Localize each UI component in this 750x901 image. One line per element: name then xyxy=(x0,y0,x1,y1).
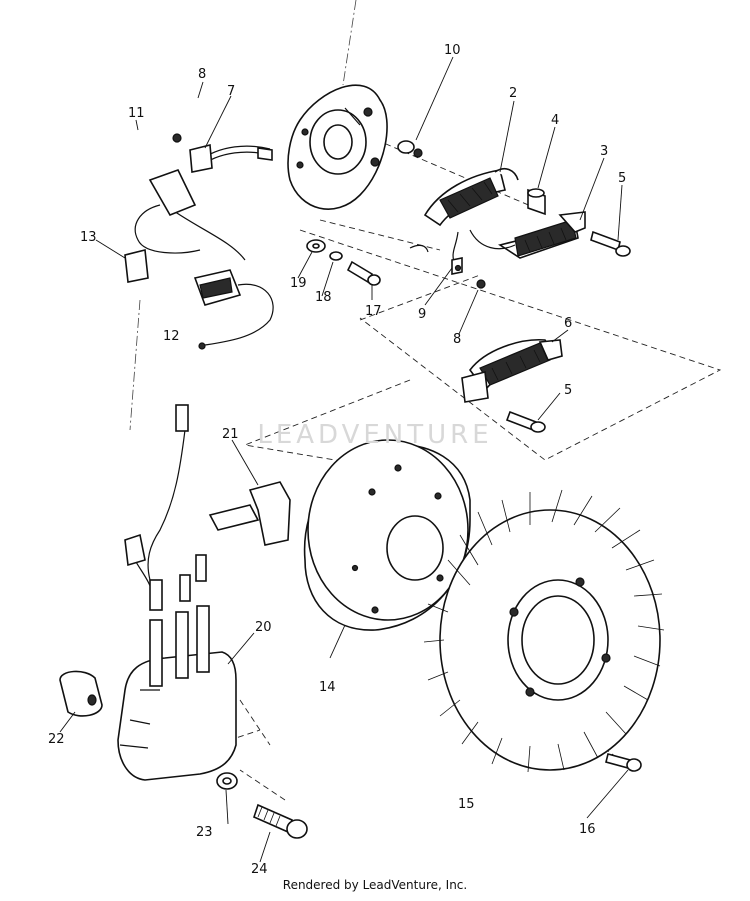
part-10-screw xyxy=(397,140,423,158)
callout-17: 17 xyxy=(365,304,382,319)
callout-20: 20 xyxy=(255,620,272,635)
callout-13: 13 xyxy=(80,230,97,245)
part-24-bolt xyxy=(253,803,308,839)
callout-8-lower: 8 xyxy=(453,332,461,347)
part-3-pulser-coil xyxy=(498,211,586,259)
part-2-source-coil xyxy=(423,168,519,227)
part-14-rotor xyxy=(303,439,471,631)
callout-4: 4 xyxy=(551,113,559,128)
part-22-rubber-cap xyxy=(59,670,103,717)
callout-19: 19 xyxy=(290,276,307,291)
callout-22: 22 xyxy=(48,732,65,747)
part-23-washer xyxy=(216,772,238,790)
stator-base-plate xyxy=(287,84,388,210)
part-12-regulator xyxy=(193,269,274,350)
callout-23: 23 xyxy=(196,825,213,840)
part-16-bolt xyxy=(605,753,642,772)
part-5-upper-screw xyxy=(590,230,631,257)
callout-5-lower: 5 xyxy=(564,383,572,398)
part-13-connector xyxy=(124,249,149,283)
callout-9: 9 xyxy=(418,307,426,322)
part-4-spacer xyxy=(527,188,546,216)
callout-14: 14 xyxy=(319,680,336,695)
callout-21: 21 xyxy=(222,427,239,442)
leader-lines xyxy=(59,56,629,863)
callout-2: 2 xyxy=(509,86,517,101)
part-11-cdi-mount xyxy=(148,133,197,217)
part-7-wiring-harness xyxy=(134,143,273,261)
callout-24: 24 xyxy=(251,862,268,877)
callout-6: 6 xyxy=(564,316,572,331)
callout-labels: 2 3 4 5 5 6 7 8 8 9 10 11 12 13 14 15 16… xyxy=(48,43,626,877)
callout-12: 12 xyxy=(163,329,180,344)
callout-11: 11 xyxy=(128,106,145,121)
part-15-flywheel-fan xyxy=(423,489,665,773)
callout-15: 15 xyxy=(458,797,475,812)
callout-3: 3 xyxy=(600,144,608,159)
callout-7: 7 xyxy=(227,84,235,99)
part-21-spark-plug-cap xyxy=(208,481,291,546)
part-17-screw xyxy=(346,260,381,286)
part-20-ignition-coil xyxy=(117,404,237,781)
part-18-lock-washer xyxy=(329,251,343,261)
callout-18: 18 xyxy=(315,290,332,305)
footer-credit: Rendered by LeadVenture, Inc. xyxy=(282,878,468,892)
callout-16: 16 xyxy=(579,822,596,837)
part-19-washer xyxy=(306,239,326,253)
part-8-lower-screw xyxy=(476,279,486,289)
part-6-lighting-coil xyxy=(461,339,563,403)
callout-10: 10 xyxy=(444,43,461,58)
part-9-connector xyxy=(451,257,463,275)
callout-5-upper: 5 xyxy=(618,171,626,186)
callout-8-upper: 8 xyxy=(198,67,206,82)
part-5-lower-screw xyxy=(505,410,546,433)
